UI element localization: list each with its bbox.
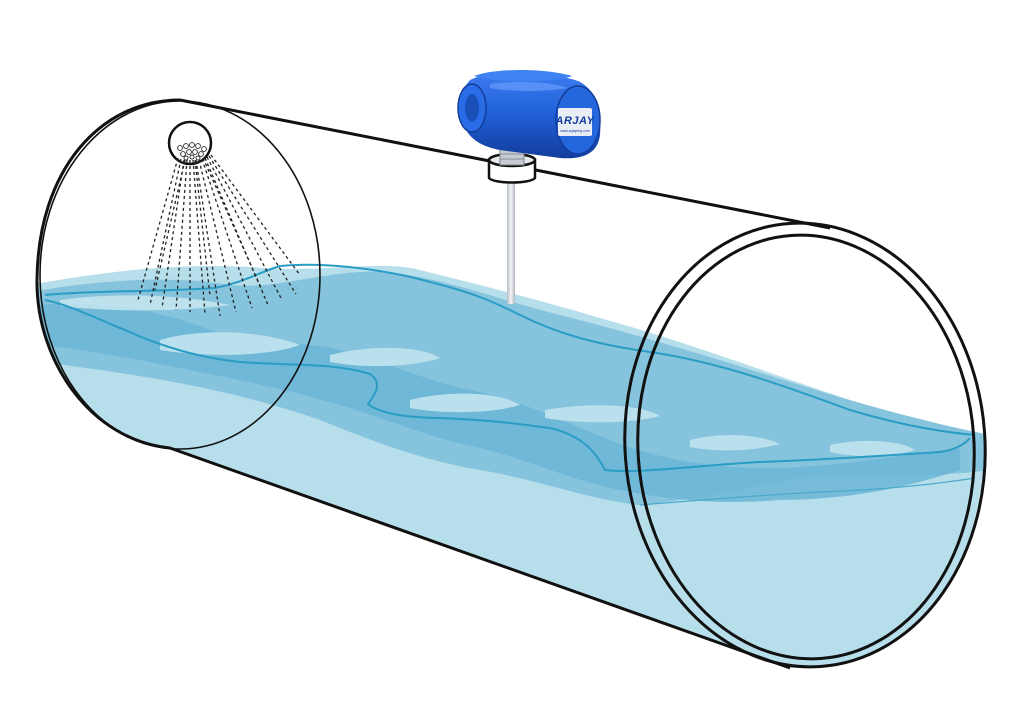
liquid-highlight [160, 332, 300, 355]
tank [35, 98, 987, 670]
tank-right-cap-inner [636, 233, 976, 661]
liquid-highlight [690, 435, 780, 451]
liquid-contour [639, 477, 976, 506]
liquid [36, 263, 986, 669]
transmitter-highlight [490, 81, 568, 91]
liquid-highlight [330, 347, 440, 367]
transmitter-probe [507, 182, 515, 304]
brand-label: ARJAY [555, 115, 596, 127]
liquid-contour [44, 299, 971, 472]
brand-label-plate [558, 108, 592, 136]
liquid-highlight [410, 393, 520, 413]
tank-right-cap-outer [623, 221, 987, 669]
spray-nozzle [137, 120, 301, 317]
transmitter-housing-top [474, 70, 572, 82]
brand-website: www.arjayeng.com [560, 129, 589, 133]
level-transmitter: ARJAY www.arjayeng.com [457, 70, 601, 304]
liquid-highlight [545, 405, 660, 423]
liquid-highlight [830, 440, 915, 457]
spray-pattern [137, 154, 301, 317]
nozzle-holes [177, 142, 207, 161]
tank-left-cap [39, 100, 321, 450]
liquid-contour [44, 263, 976, 436]
tank-bottom-edge [169, 446, 791, 670]
liquid-highlight [60, 295, 230, 311]
